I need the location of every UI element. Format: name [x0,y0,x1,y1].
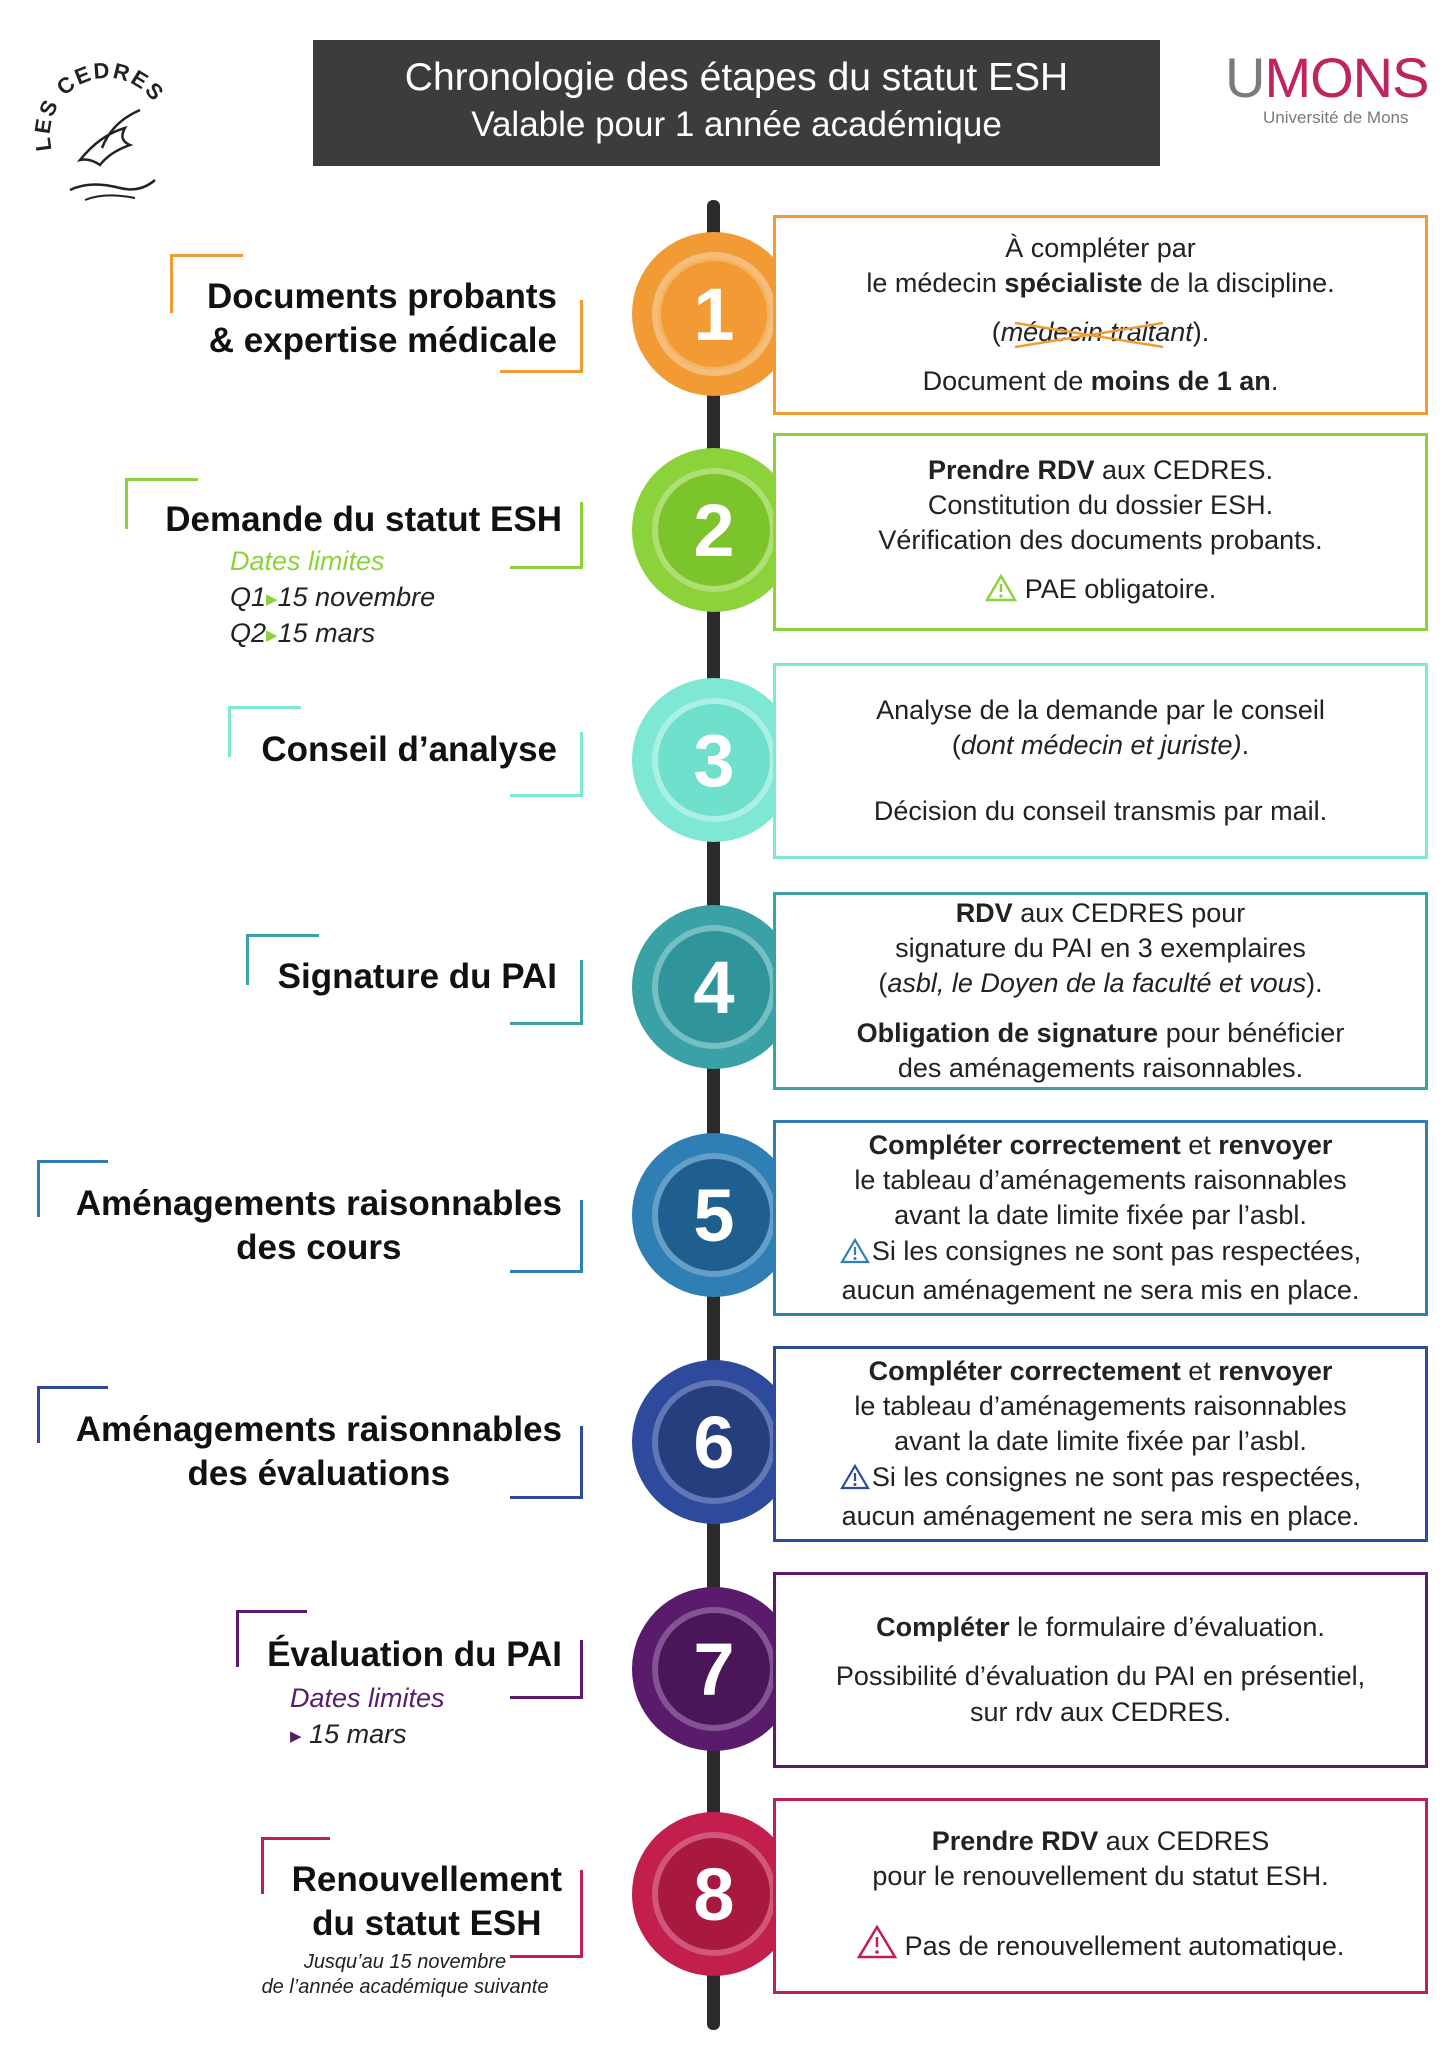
step3-description: Analyse de la demande par le conseil (do… [773,663,1428,859]
step4-bracket-top [246,934,319,985]
step2-title: Demande du statut ESH [165,500,562,539]
step1-description: À compléter par le médecin spécialiste d… [773,215,1428,415]
step4-bracket-bottom [510,960,583,1025]
step2-dates-label: Dates limites [230,546,385,576]
step8-description: Prendre RDV aux CEDRES pour le renouvell… [773,1798,1428,1994]
step7-number: 7 [658,1613,770,1725]
warning-icon [839,1237,870,1273]
page-title: Chronologie des étapes du statut ESH [404,56,1069,99]
step3-bracket-bottom [510,732,583,797]
step2-description: Prendre RDV aux CEDRES. Constitution du … [773,433,1428,631]
step7-bracket-bottom [510,1640,583,1699]
step3-bracket-top [228,706,301,757]
step1-number: 1 [658,258,770,370]
step2-bracket-top [125,478,198,529]
step4-title: Signature du PAI [277,957,557,996]
step6-circle: 6 [632,1360,796,1524]
umons-logo-wordmark: UMONS [1225,46,1429,109]
step3-title: Conseil d’analyse [261,730,557,769]
svg-text:LES CEDRES: LES CEDRES [30,58,170,153]
step3-number: 3 [658,704,770,816]
step7-description: Compléter le formulaire d’évaluation. Po… [773,1572,1428,1768]
step4-circle: 4 [632,905,796,1069]
header-banner: Chronologie des étapes du statut ESH Val… [313,40,1160,166]
step7-circle: 7 [632,1587,796,1751]
umons-logo: UMONS Université de Mons [1225,46,1429,140]
step5-circle: 5 [632,1133,796,1297]
step3-circle: 3 [632,678,796,842]
warning-icon [839,1463,870,1499]
step4-number: 4 [658,931,770,1043]
step5-bracket-bottom [510,1200,583,1273]
step8-bracket-top [261,1837,330,1894]
step6-title: Aménagements raisonnables des évaluation… [75,1410,562,1493]
step1-title: Documents probants & expertise médicale [206,277,557,360]
step8-note: Jusqu’au 15 novembre de l’année académiq… [261,1951,549,1998]
step2-date-q1: Q1▶15 novembre [230,582,436,612]
step8-number: 8 [658,1838,770,1950]
timeline-spine [707,200,720,2030]
step2-number: 2 [658,474,770,586]
struck-text: médecin traitant [1000,317,1193,349]
step8-title: Renouvellement du statut ESH [291,1860,562,1943]
page-subtitle: Valable pour 1 année académique [471,104,1002,144]
umons-logo-subtitle: Université de Mons [1263,108,1409,127]
step2-bracket-bottom [510,502,583,569]
warning-icon [856,1924,897,1968]
step5-number: 5 [658,1159,770,1271]
step8-circle: 8 [632,1812,796,1976]
step6-number: 6 [658,1386,770,1498]
step6-description: Compléter correctement et renvoyer le ta… [773,1346,1428,1542]
warning-icon [984,573,1017,611]
step4-description: RDV aux CEDRES pour signature du PAI en … [773,892,1428,1090]
step6-bracket-bottom [510,1426,583,1499]
step7-date: ▶ 15 mars [290,1719,407,1749]
step7-dates-label: Dates limites [290,1683,445,1713]
step7-title: Évaluation du PAI [267,1635,562,1674]
step1-circle: 1 [632,232,796,396]
step5-title: Aménagements raisonnables des cours [75,1184,562,1267]
step7-bracket-top [236,1610,307,1667]
step5-bracket-top [37,1160,108,1217]
step5-description: Compléter correctement et renvoyer le ta… [773,1120,1428,1316]
step6-bracket-top [37,1386,108,1443]
cedres-logo: LES CEDRES [30,40,170,210]
step2-date-q2: Q2▶15 mars [230,618,376,648]
step1-bracket-bottom [500,300,583,373]
step1-bracket-top [170,254,243,313]
step2-circle: 2 [632,448,796,612]
step8-bracket-bottom [510,1870,583,1958]
